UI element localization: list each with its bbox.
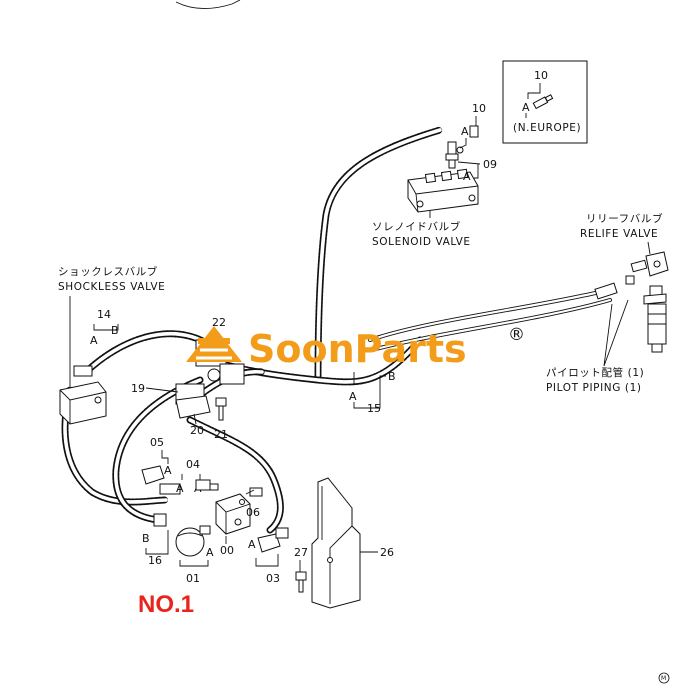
part-06: 06 (246, 506, 260, 519)
pilot-piping-label: PILOT PIPING (1) (546, 382, 642, 394)
shockless-valve (59, 365, 107, 425)
part-05: 05 (150, 436, 164, 449)
hose15-end-b: B (388, 370, 396, 383)
pilot-piping-label-jp: パイロット配管 (1) (546, 366, 644, 379)
part-00: 00 (220, 544, 234, 557)
soonparts-logo: SoonParts ® (186, 325, 525, 371)
hose01-end-a: A (206, 546, 214, 559)
solenoid-valve (407, 168, 479, 213)
logo-text: SoonParts (248, 327, 467, 371)
n-europe-label: (N.EUROPE) (513, 122, 581, 134)
bracket-20 (175, 395, 211, 419)
part-01: 01 (186, 572, 200, 585)
figure-number: NO.1 (138, 591, 194, 618)
part-27: 27 (294, 546, 308, 559)
n-europe-inset: 10 A (N.EUROPE) (502, 60, 588, 144)
part-10: 10 (472, 102, 486, 115)
accumulator-01 (175, 525, 211, 557)
inset-part-number: 10 (534, 69, 548, 82)
shockless-valve-label: SHOCKLESS VALVE (58, 281, 165, 293)
corner-mark-circle (658, 672, 670, 684)
top-edge-fragment (175, 0, 241, 9)
inset-frame (502, 60, 588, 144)
hose14-end-a: A (90, 334, 98, 347)
inset-end-a: A (522, 101, 530, 114)
part-03: 03 (266, 572, 280, 585)
part-20: 20 (190, 424, 204, 437)
part-26: 26 (380, 546, 394, 559)
relief-valve-label-jp: リリーフバルブ (586, 212, 663, 225)
solenoid-valve-label-jp: ソレノイドバルブ (372, 220, 461, 233)
elbow-03 (257, 527, 289, 553)
hose15-end-a: A (349, 390, 357, 403)
part-21: 21 (214, 428, 228, 441)
relief-valve-label: RELIFE VALVE (580, 228, 658, 240)
bolt-06 (245, 487, 263, 497)
part-19: 19 (131, 382, 145, 395)
solenoid-valve-label: SOLENOID VALVE (372, 236, 471, 248)
guard-plate-26 (311, 477, 361, 609)
hose14-end-b: B (111, 324, 119, 337)
hose04-end-a-left: A (176, 482, 184, 495)
inset-fitting (532, 94, 554, 110)
hose05-end-a: A (164, 464, 172, 477)
corner-mark: M (661, 675, 666, 682)
solenoid-end-a: A (461, 125, 469, 138)
solenoid-fittings (445, 125, 479, 169)
solenoid-end-a-2: A (463, 170, 471, 183)
part-15: 15 (367, 402, 381, 415)
shockless-valve-label-jp: ショックレスバルブ (58, 265, 158, 278)
connector-04 (195, 479, 219, 491)
bolt-21 (215, 397, 227, 421)
inset-leader (527, 83, 541, 99)
fitting-10 (469, 125, 479, 138)
hose-lines (61, 126, 444, 534)
registered-mark: ® (508, 325, 525, 345)
part-16: 16 (148, 554, 162, 567)
bolt-27 (295, 571, 307, 593)
pilot-piping-lines (368, 282, 618, 352)
block-00 (215, 493, 251, 535)
part-09: 09 (483, 158, 497, 171)
pipe-nut (594, 282, 618, 300)
part-22-partial: 22 (212, 316, 226, 329)
fitting-16 (153, 513, 167, 527)
relief-valve (625, 251, 669, 353)
elbow-05 (141, 465, 181, 495)
part-04: 04 (186, 458, 200, 471)
hose03-end-a: A (248, 538, 256, 551)
hose16-end-b: B (142, 532, 150, 545)
part-14: 14 (97, 308, 111, 321)
hose-14 (82, 330, 214, 376)
